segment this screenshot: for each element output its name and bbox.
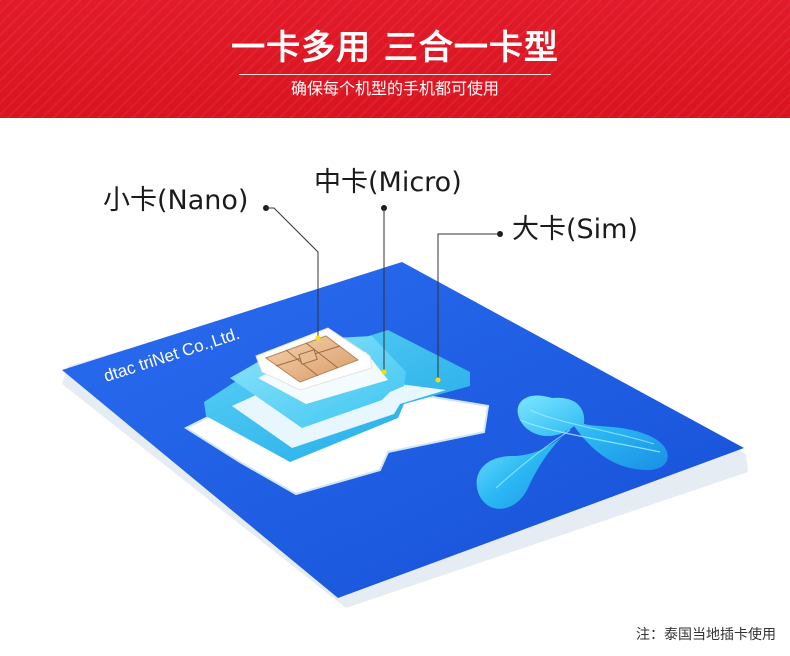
nano-sim-label: 小卡(Nano) — [103, 185, 249, 216]
micro-leader-line — [381, 205, 387, 375]
sim-card-illustration: dtac triNet Co.,Ltd. — [62, 205, 748, 608]
banner-divider — [239, 74, 551, 75]
micro-sim-label: 中卡(Micro) — [314, 167, 462, 198]
banner-title: 一卡多用 三合一卡型 — [231, 28, 559, 68]
sim-chip-icon — [264, 335, 360, 383]
banner-subtitle: 确保每个机型的手机都可使用 — [290, 79, 499, 98]
usage-footnote: 注：泰国当地插卡使用 — [636, 627, 776, 643]
standard-sim-label: 大卡(Sim) — [512, 214, 639, 245]
nano-leader-line — [263, 205, 321, 341]
banner-texture — [0, 0, 790, 118]
dtac-swirl-logo-icon — [476, 395, 668, 509]
header-banner: 一卡多用 三合一卡型 确保每个机型的手机都可使用 — [0, 0, 790, 118]
sim-leader-line — [435, 231, 503, 383]
